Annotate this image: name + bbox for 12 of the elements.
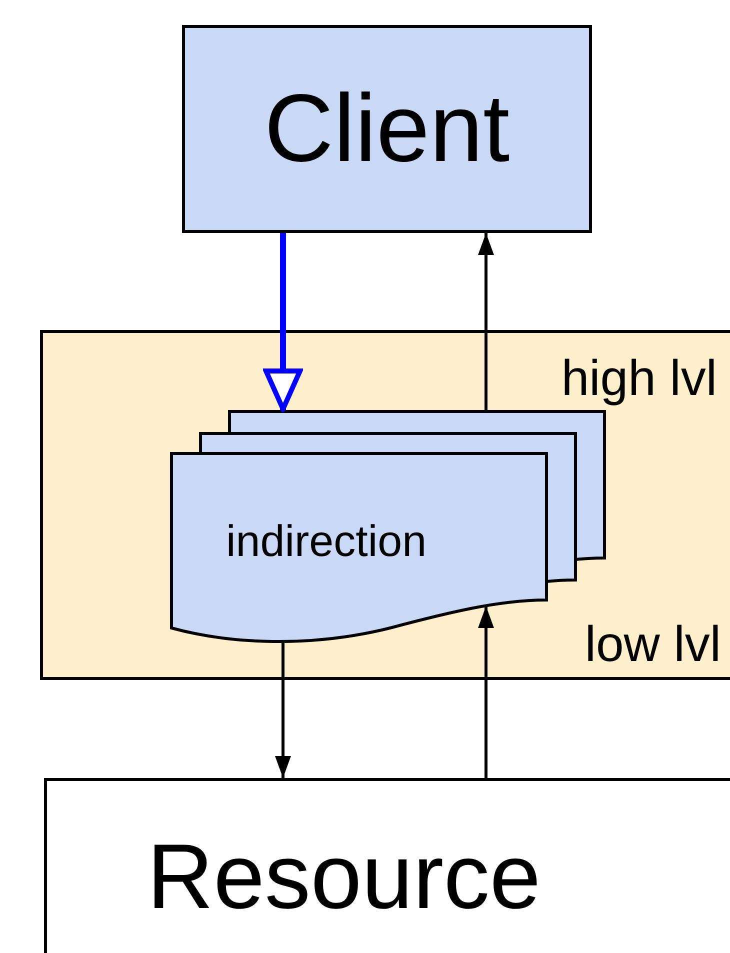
layer-band [40,330,730,680]
node-text: Client [264,81,510,177]
arrow [275,640,291,778]
arrow [478,233,494,410]
arrow [264,233,302,412]
process-box [182,25,592,233]
node-text: indirection [226,520,427,564]
layer-label: low lvl [584,619,721,669]
arrow [478,606,494,778]
node-text: Resource [147,831,541,923]
layer-label: high lvl [561,353,717,403]
process-box [44,778,730,953]
